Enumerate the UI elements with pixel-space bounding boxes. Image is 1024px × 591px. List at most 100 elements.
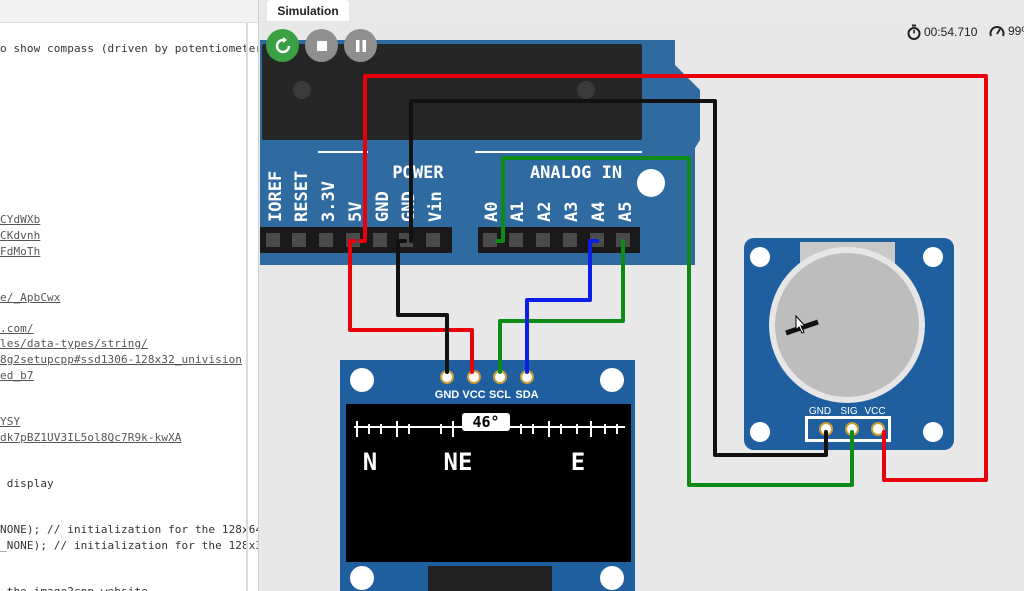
stop-icon: [316, 40, 327, 51]
header-pin-hole: [319, 233, 333, 247]
power-pin-label: 3.3V: [319, 181, 339, 222]
compass-direction-label: N: [363, 448, 377, 476]
wire-black-gnd-loop: [409, 99, 828, 457]
speed-value: 99%: [1008, 24, 1024, 38]
wire-green-a5-scl: [498, 239, 625, 374]
header-pin-hole: [266, 233, 280, 247]
compass-tick: [408, 424, 410, 434]
header-pin-hole: [292, 233, 306, 247]
header-pin-hole: [536, 233, 550, 247]
microcontroller-chip: [262, 44, 642, 140]
heading-value: 46°: [472, 413, 499, 431]
compass-tick: [356, 421, 358, 437]
oled-pin-label: VCC: [462, 389, 485, 401]
heading-box: [462, 413, 510, 431]
compass-tick: [560, 424, 562, 434]
compass-tick: [532, 424, 534, 434]
code-line: NONE); // initialization for the 128x64p…: [0, 523, 259, 536]
potentiometer-pin-label: VCC: [864, 406, 885, 417]
code-line: .com/: [0, 322, 34, 335]
header-pin-hole: [563, 233, 577, 247]
compass-tick: [368, 424, 370, 434]
simulation-timer: 00:54.710: [907, 24, 977, 40]
compass-tick: [590, 421, 592, 437]
tab-simulation[interactable]: Simulation: [267, 0, 349, 21]
compass-tick: [440, 424, 442, 434]
code-line: o show compass (driven by potentiometer): [0, 42, 259, 55]
compass-tick: [548, 421, 550, 437]
pause-button[interactable]: [344, 29, 377, 62]
analog-pin-label: A0: [482, 202, 502, 222]
compass-tick: [396, 421, 398, 437]
compass-directions: N NE E: [363, 448, 585, 476]
potentiometer-knob: [775, 253, 919, 397]
code-line: YSY: [0, 415, 21, 428]
stopwatch-icon: [907, 24, 921, 40]
analog-pin-labels: A0 A1 A2 A3 A4 A5: [482, 202, 636, 222]
mounting-hole: [637, 169, 665, 197]
wire-black-gnd-gnd: [396, 239, 449, 374]
compass-direction-label: E: [571, 448, 585, 476]
compass-tick: [616, 424, 618, 434]
code-line: _NONE); // initialization for the 128x32…: [0, 539, 259, 552]
wire-blue-a4-sda: [525, 239, 599, 374]
code-editor[interactable]: o show compass (driven by potentiometer)…: [0, 0, 259, 591]
compass-direction-label: NE: [444, 448, 473, 476]
code-line: dk7pBZ1UV3IL5ol8Qc7R9k-kwXA: [0, 431, 182, 444]
speedometer-icon: [989, 26, 1005, 37]
compass-tick: [380, 424, 382, 434]
pause-icon: [355, 39, 366, 52]
potentiometer[interactable]: [744, 238, 954, 450]
wire-red-vcc-loop: [358, 74, 988, 482]
analog-header-label: ANALOG IN: [530, 163, 622, 183]
analog-pin-label: A4: [589, 202, 609, 222]
code-line: CKdvnh: [0, 229, 41, 242]
analog-pin-label: A5: [616, 202, 636, 222]
potentiometer-pin-label: SIG: [840, 406, 857, 417]
compass-tick: [520, 424, 522, 434]
compass-tick: [452, 421, 454, 437]
analog-pin-label: A2: [535, 202, 555, 222]
code-line: display: [0, 477, 54, 490]
analog-pin-label: A3: [562, 202, 582, 222]
power-pin-label: GND: [373, 191, 393, 222]
power-pin-label: RESET: [292, 171, 312, 222]
oled-pin-label: SDA: [515, 389, 538, 401]
power-pin-label: 5V: [346, 202, 366, 222]
potentiometer-pin-label: GND: [809, 406, 831, 417]
analog-pin-label: A1: [508, 202, 528, 222]
editor-tab-bar: [0, 0, 258, 23]
power-pin-label: Vin: [426, 191, 446, 222]
oled-pin-label: GND: [435, 389, 460, 401]
potentiometer-pin-labels: GND SIG VCC: [809, 406, 886, 417]
compass-tick: [604, 424, 606, 434]
oled-display[interactable]: 46°: [340, 360, 635, 591]
wire-green-a0-sig: [495, 156, 854, 487]
compass-tick: [576, 424, 578, 434]
code-line: CYdWXb: [0, 213, 41, 226]
editor-scrollbar[interactable]: [246, 22, 248, 591]
simulation-speed: 99%: [989, 24, 1024, 38]
wires[interactable]: [348, 74, 988, 487]
power-pin-label: IOREF: [266, 171, 286, 222]
code-line: the image2cpp website: [0, 585, 148, 591]
header-pin-hole: [509, 233, 523, 247]
restart-button[interactable]: [266, 29, 299, 62]
stop-button[interactable]: [305, 29, 338, 62]
code-line: les/data-types/string/: [0, 337, 148, 350]
code-line: FdMoTh: [0, 245, 41, 258]
mouse-cursor-icon: [795, 314, 807, 334]
header-pin-hole: [373, 233, 387, 247]
code-line: e/_ApbCwx: [0, 291, 61, 304]
header-pin-hole: [483, 233, 497, 247]
wire-red-5v-vcc: [348, 239, 474, 374]
oled-pin-label: SCL: [489, 389, 511, 401]
header-pin-hole: [426, 233, 440, 247]
arduino-board: [260, 40, 700, 265]
timer-value: 00:54.710: [924, 25, 978, 39]
code-line: ed_b7: [0, 369, 34, 382]
restart-icon: [275, 36, 290, 53]
